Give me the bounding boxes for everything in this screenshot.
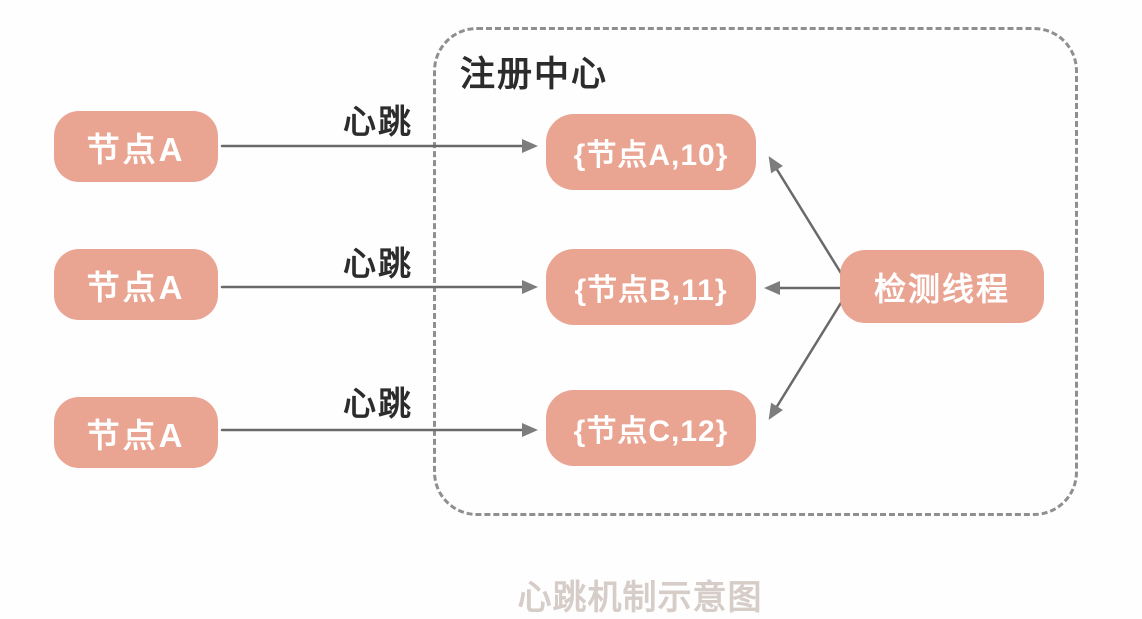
heartbeat-label-3: 心跳 [343, 385, 413, 422]
registry-entry-1: {节点A,10} [546, 114, 756, 190]
node-box-1: 节点A [54, 111, 218, 182]
node-label-1: 节点A [86, 130, 186, 168]
registry-label: 注册中心 [460, 55, 609, 94]
heartbeat-label-2: 心跳 [343, 245, 413, 282]
monitor-thread-box: 检测线程 [840, 250, 1044, 323]
heartbeat-label-1: 心跳 [343, 103, 413, 140]
registry-entry-label-1: {节点A,10} [573, 139, 729, 172]
node-box-3: 节点A [54, 397, 218, 468]
node-label-3: 节点A [86, 416, 186, 454]
node-box-2: 节点A [54, 249, 218, 320]
registry-entry-2: {节点B,11} [546, 249, 756, 325]
registry-entry-3: {节点C,12} [546, 390, 756, 466]
registry-container: 注册中心 [433, 27, 1078, 516]
registry-entry-label-3: {节点C,12} [573, 415, 729, 448]
node-label-2: 节点A [86, 268, 186, 306]
registry-entry-label-2: {节点B,11} [574, 274, 728, 307]
monitor-thread-label: 检测线程 [873, 270, 1010, 307]
diagram-caption: 心跳机制示意图 [517, 579, 763, 617]
